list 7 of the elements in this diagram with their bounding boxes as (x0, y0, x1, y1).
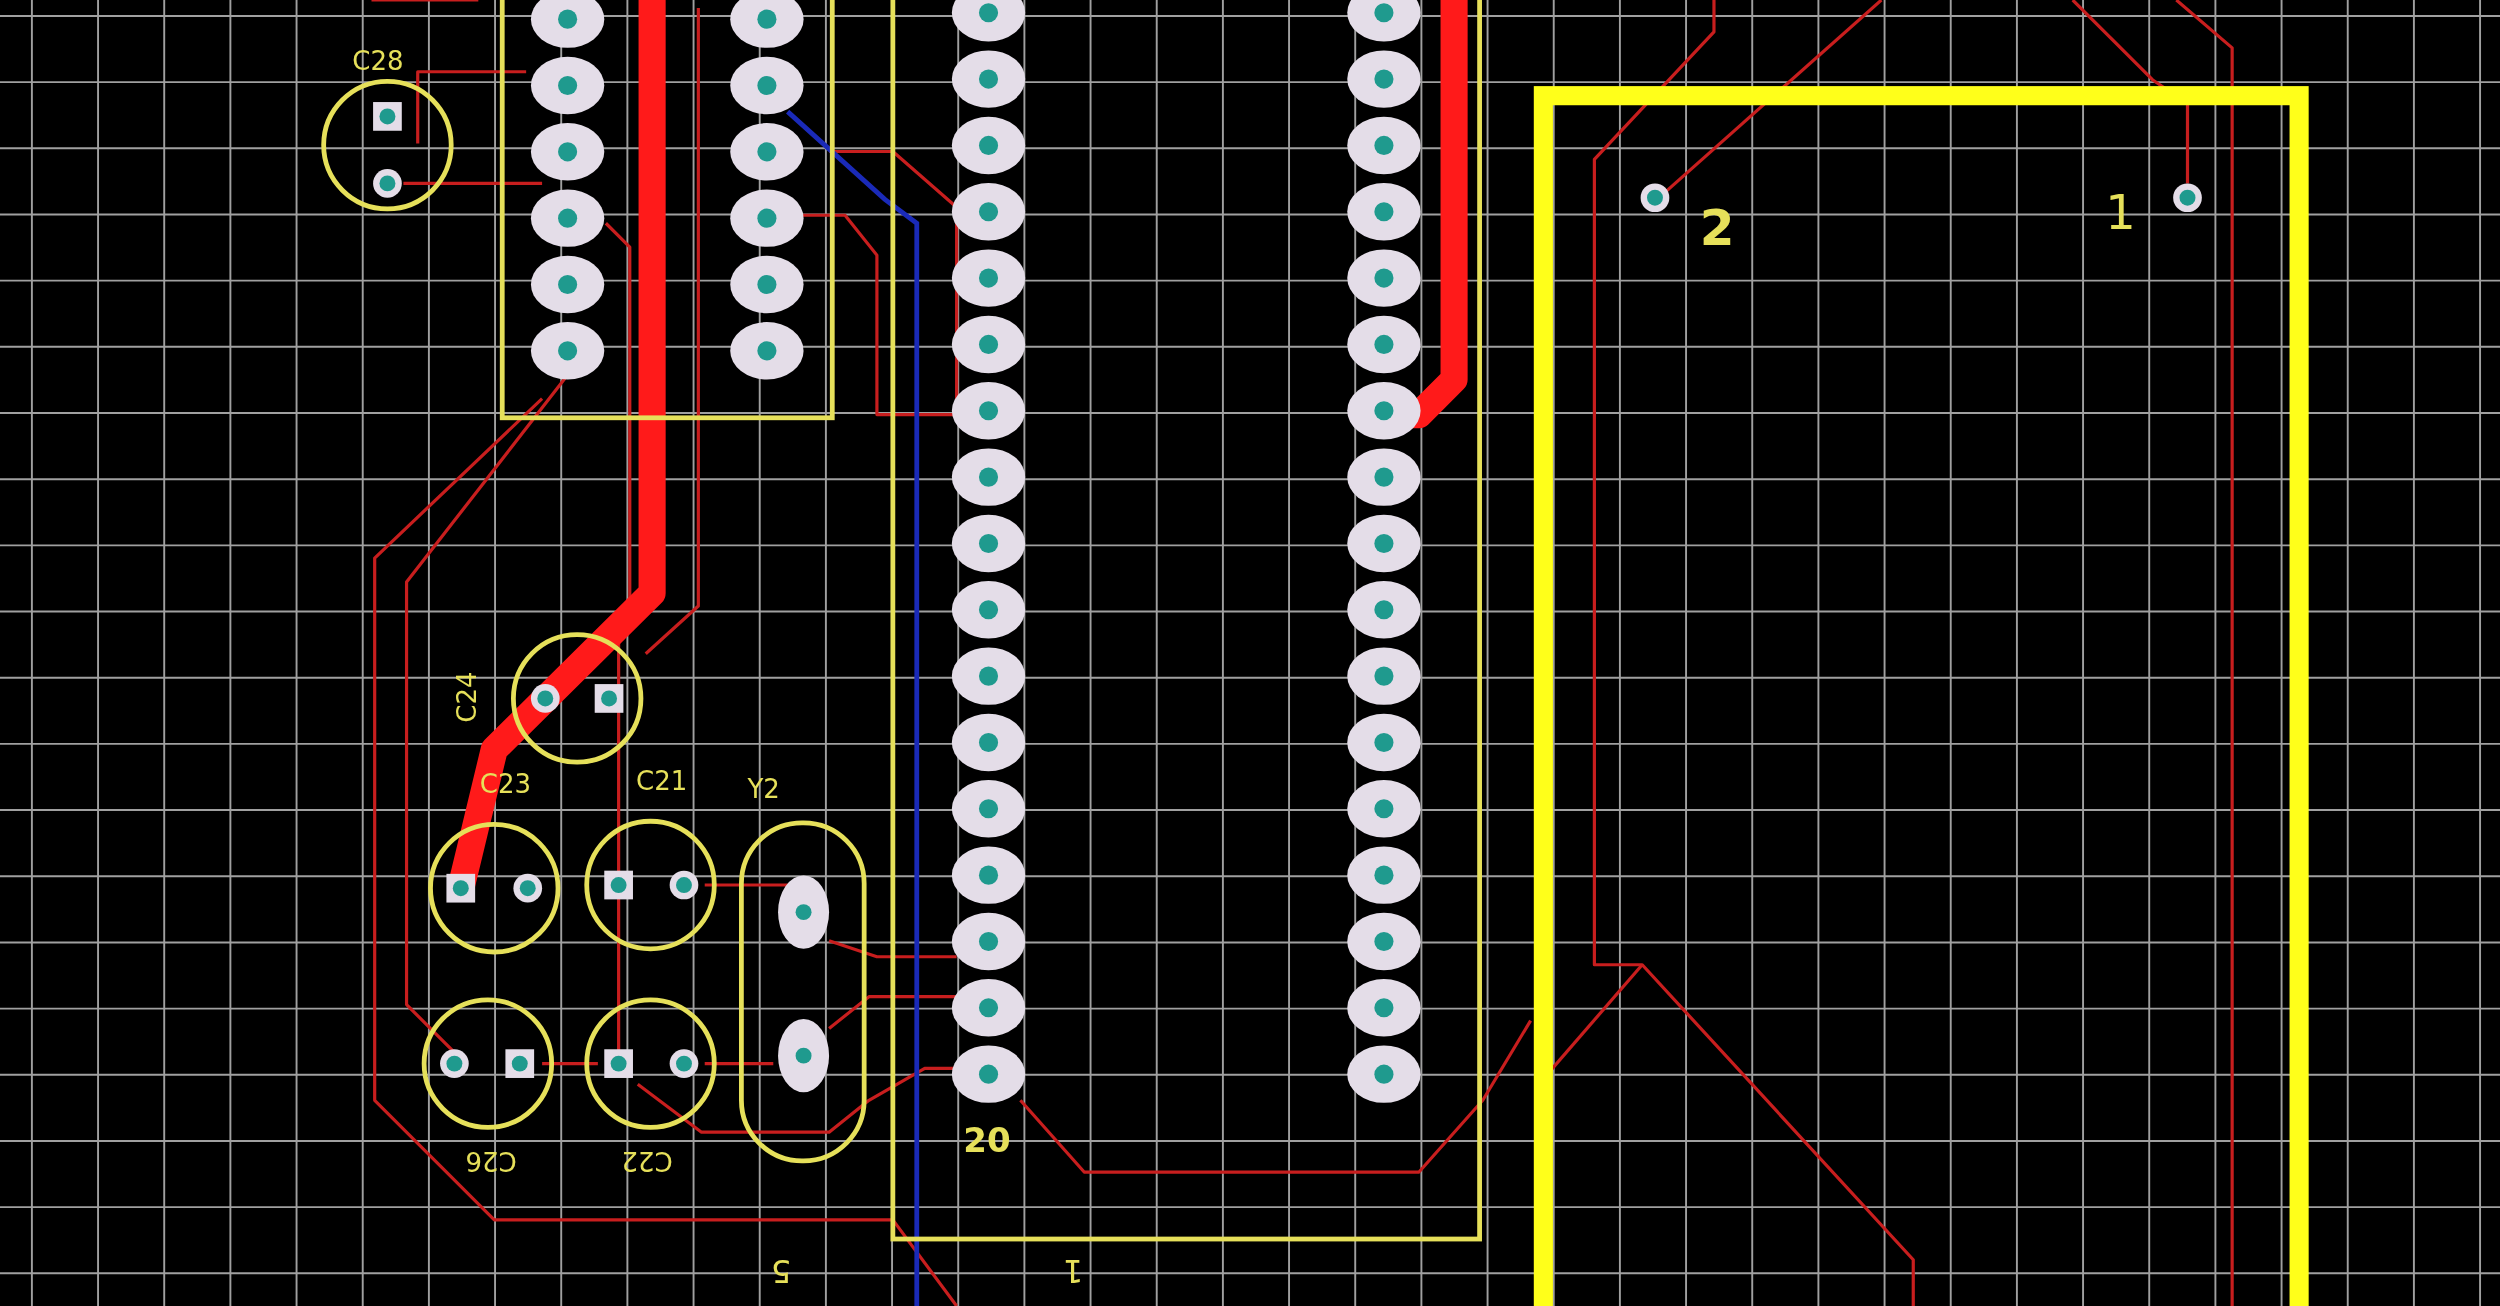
silkscreen-label: 2 (1699, 203, 1735, 253)
silkscreen-label: C24 (454, 671, 481, 723)
silkscreen-label: C22 (621, 1147, 673, 1174)
silkscreen-label: C26 (465, 1147, 517, 1174)
silkscreen-label: 5 (771, 1254, 792, 1287)
silkscreen-label: C21 (636, 768, 688, 795)
silkscreen-label: 1 (1062, 1254, 1084, 1287)
